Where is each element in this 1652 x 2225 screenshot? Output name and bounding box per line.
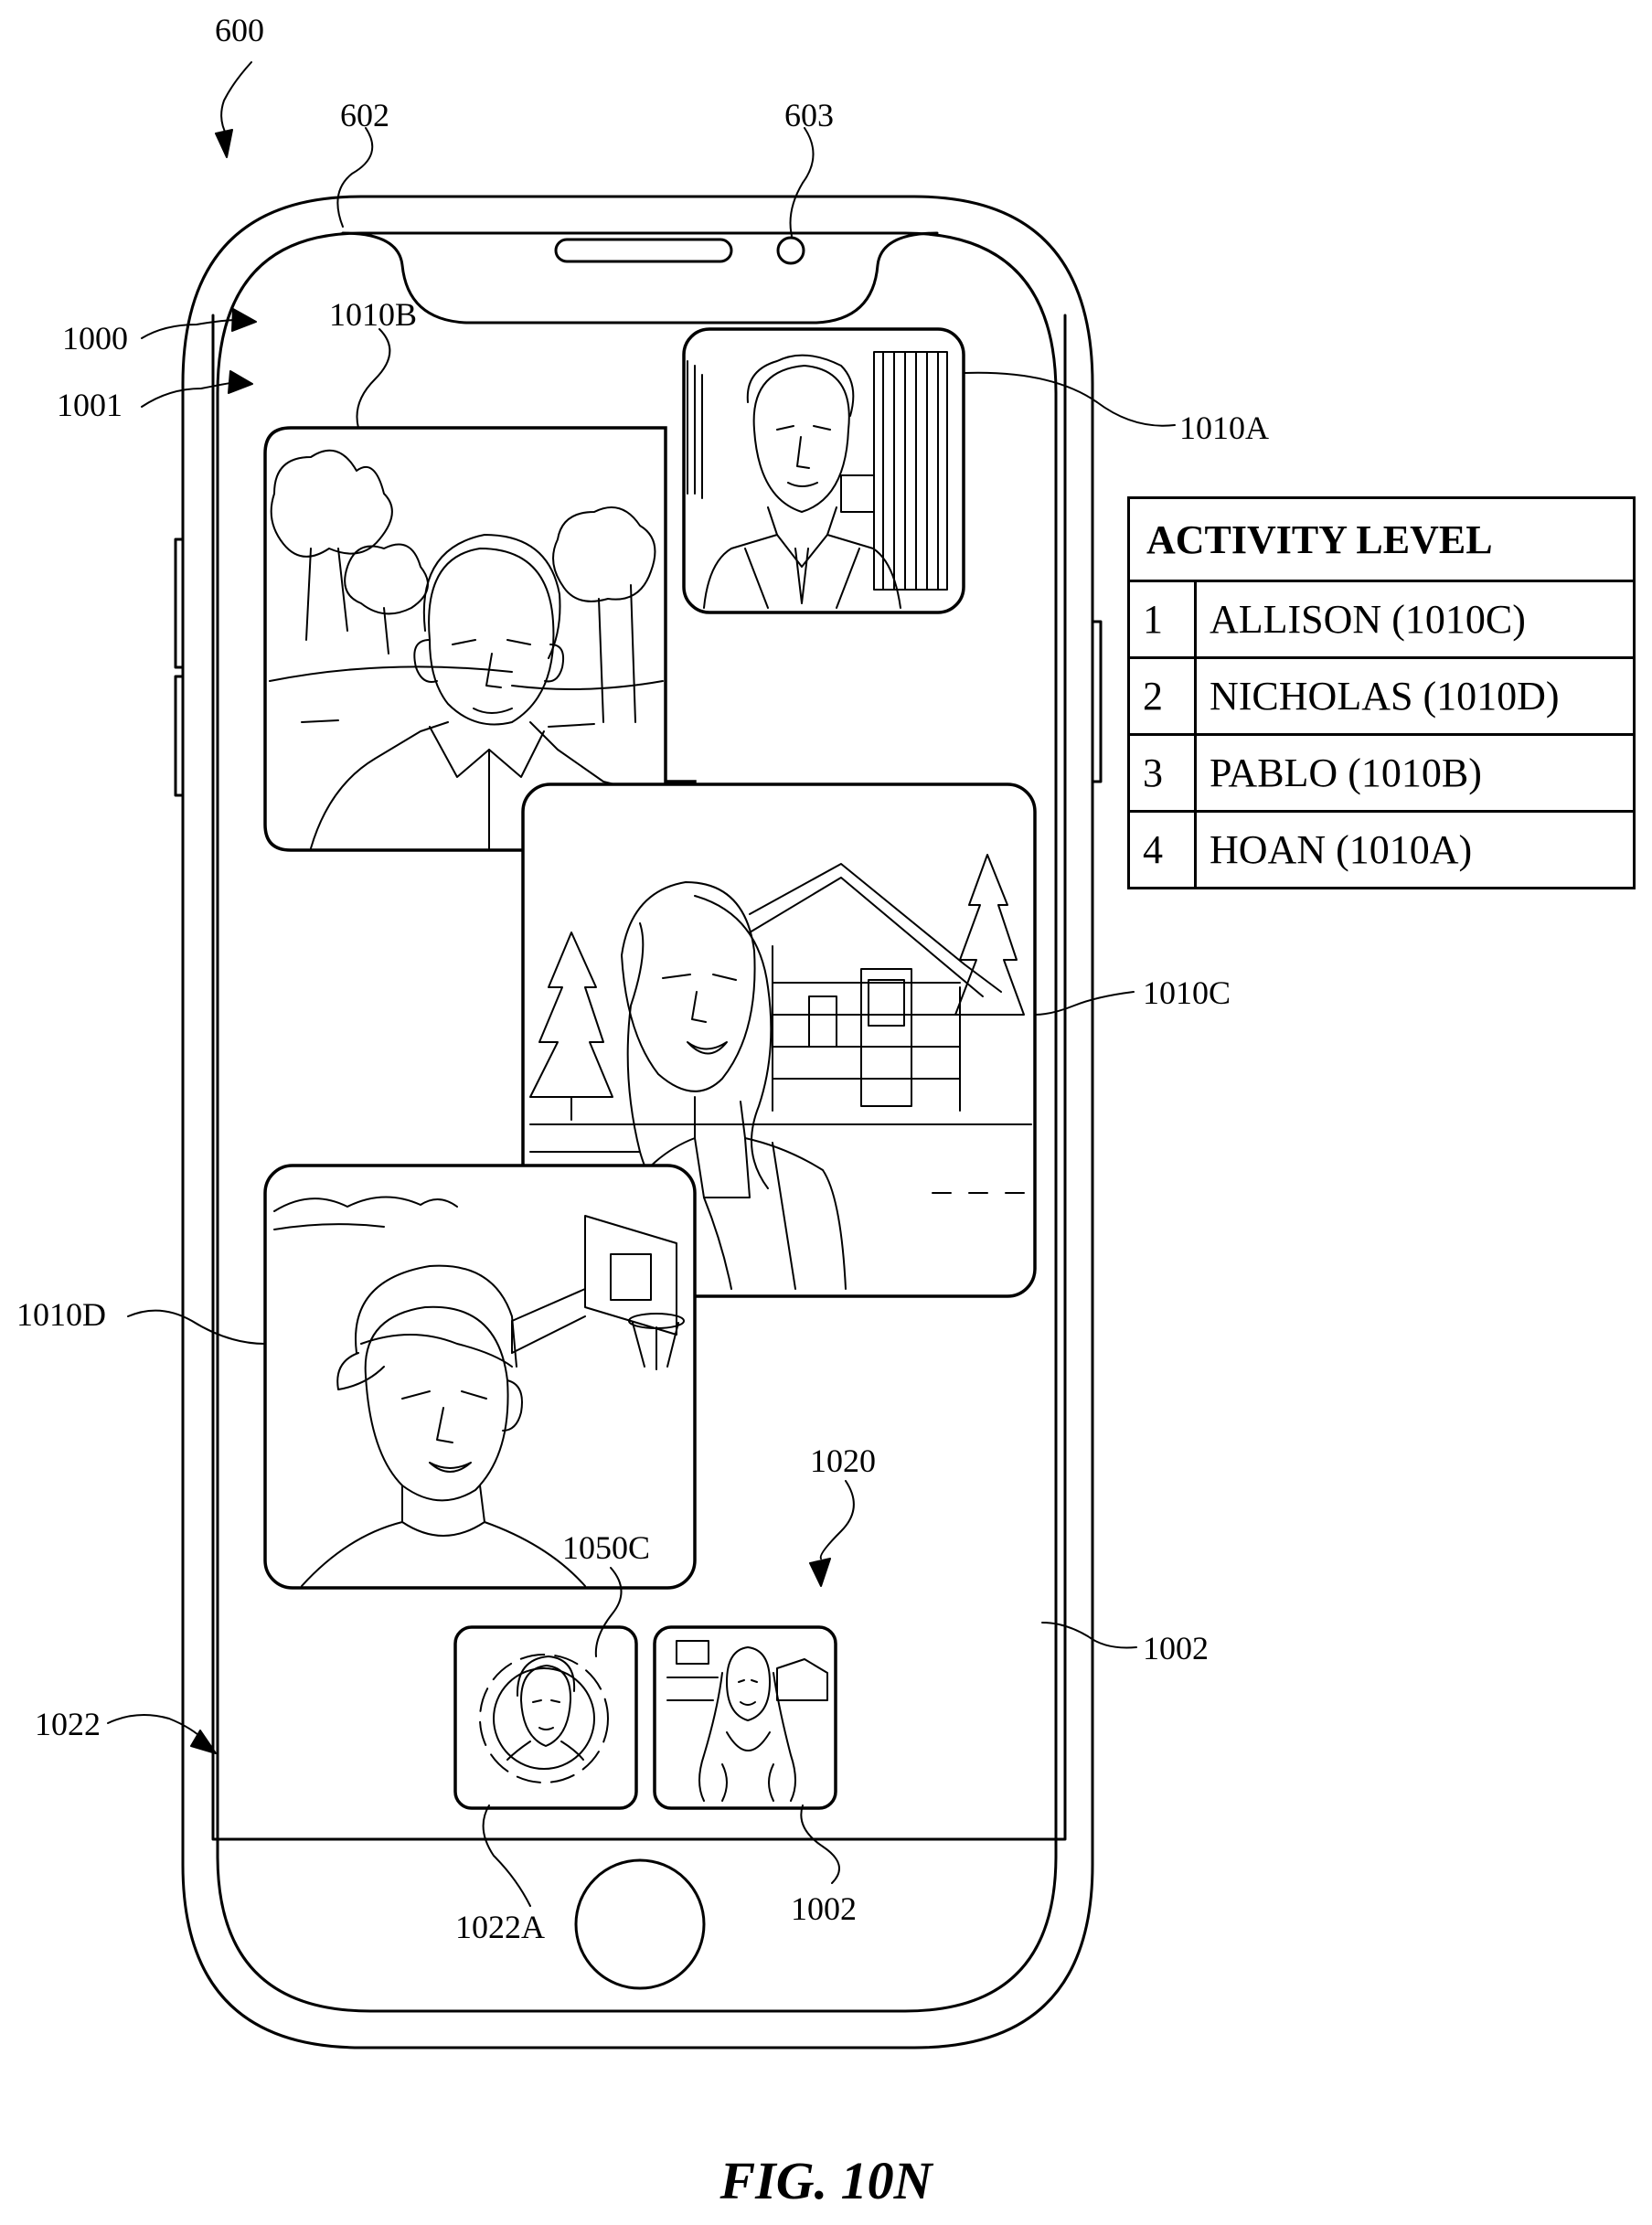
- activity-table-header-row: ACTIVITY LEVEL: [1129, 498, 1635, 581]
- activity-name: PABLO (1010B): [1196, 735, 1635, 812]
- activity-name: NICHOLAS (1010D): [1196, 658, 1635, 735]
- label-1022a: 1022A: [455, 1909, 545, 1945]
- activity-rank: 4: [1129, 812, 1196, 889]
- activity-rank: 3: [1129, 735, 1196, 812]
- activity-rank: 2: [1129, 658, 1196, 735]
- notch-602: [343, 233, 937, 323]
- label-1000: 1000: [62, 320, 128, 357]
- video-tile-1010d[interactable]: [265, 1166, 695, 1588]
- roster-tile-1022a[interactable]: [455, 1627, 636, 1808]
- activity-table-row: 4 HOAN (1010A): [1129, 812, 1635, 889]
- roster-tile-self-1002[interactable]: [655, 1627, 836, 1808]
- label-600: 600: [215, 12, 264, 48]
- activity-table-row: 1 ALLISON (1010C): [1129, 581, 1635, 658]
- label-1002-background: 1002: [1143, 1630, 1209, 1666]
- speaker-grille: [556, 240, 731, 261]
- label-1001: 1001: [57, 387, 123, 423]
- label-1010b: 1010B: [329, 296, 417, 333]
- home-button[interactable]: [576, 1860, 704, 1988]
- label-603: 603: [784, 97, 834, 133]
- activity-level-table: ACTIVITY LEVEL 1 ALLISON (1010C) 2 NICHO…: [1127, 496, 1636, 889]
- figure-caption: FIG. 10N: [0, 2150, 1652, 2211]
- camera-603: [778, 238, 804, 263]
- label-1020: 1020: [810, 1443, 876, 1479]
- label-1002-self-tile: 1002: [791, 1890, 857, 1927]
- activity-table-row: 2 NICHOLAS (1010D): [1129, 658, 1635, 735]
- label-1050c: 1050C: [562, 1529, 650, 1566]
- video-tile-1010a[interactable]: [684, 329, 964, 612]
- activity-table-row: 3 PABLO (1010B): [1129, 735, 1635, 812]
- activity-name: ALLISON (1010C): [1196, 581, 1635, 658]
- label-602: 602: [340, 97, 389, 133]
- activity-name: HOAN (1010A): [1196, 812, 1635, 889]
- activity-rank: 1: [1129, 581, 1196, 658]
- activity-table-header: ACTIVITY LEVEL: [1129, 498, 1635, 581]
- label-1010c: 1010C: [1143, 974, 1231, 1011]
- label-1022: 1022: [35, 1706, 101, 1742]
- label-1010d: 1010D: [16, 1296, 106, 1333]
- label-1010a: 1010A: [1179, 410, 1269, 446]
